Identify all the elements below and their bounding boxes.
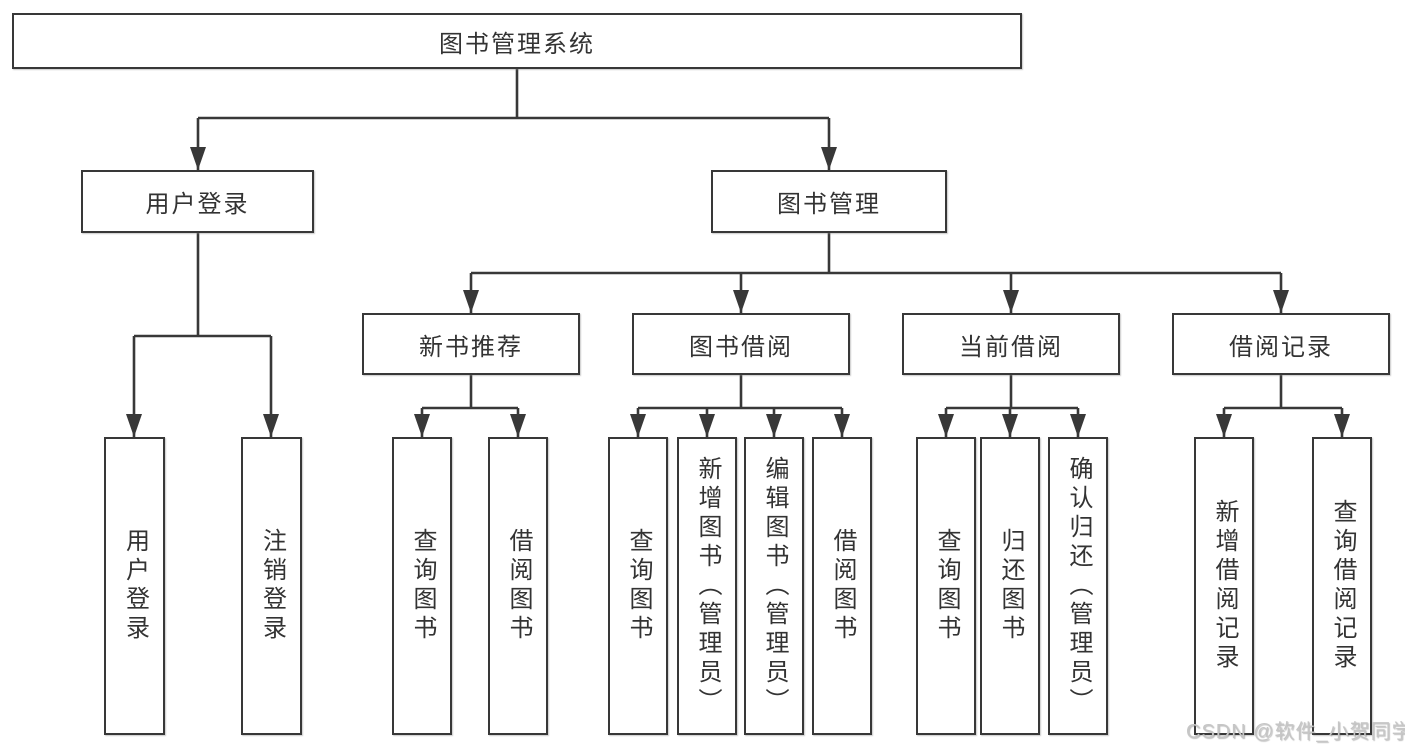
node-new-book-recommend: 新书推荐 xyxy=(362,313,580,375)
leaf-add-borrow-record: 新增借阅记录 xyxy=(1194,437,1254,735)
node-book-borrowing: 图书借阅 xyxy=(632,313,850,375)
node-current-borrowing: 当前借阅 xyxy=(902,313,1120,375)
node-library-system: 图书管理系统 xyxy=(12,13,1022,69)
node-label: 编辑图书（管理员） xyxy=(761,455,788,717)
node-borrow-records: 借阅记录 xyxy=(1172,313,1390,375)
node-label: 新书推荐 xyxy=(419,333,523,361)
node-user-login: 用户登录 xyxy=(81,170,314,233)
node-label: 查询图书 xyxy=(625,528,652,644)
node-label: 图书借阅 xyxy=(689,333,793,361)
node-label: 用户登录 xyxy=(121,528,149,644)
node-label: 当前借阅 xyxy=(959,333,1063,361)
leaf-borrow-book: 借阅图书 xyxy=(812,437,872,735)
node-label: 查询图书 xyxy=(409,528,436,644)
leaf-query-book-borrowing: 查询图书 xyxy=(608,437,668,735)
node-label: 归还图书 xyxy=(997,528,1024,644)
leaf-logout: 注销登录 xyxy=(241,437,302,735)
leaf-add-book-admin: 新增图书（管理员） xyxy=(677,437,737,735)
leaf-query-book-current: 查询图书 xyxy=(916,437,976,735)
node-label: 确认归还（管理员） xyxy=(1065,455,1092,717)
node-label: 借阅图书 xyxy=(829,528,856,644)
leaf-borrow-book-recommend: 借阅图书 xyxy=(488,437,548,735)
leaf-user-login: 用户登录 xyxy=(104,437,165,735)
connector-trunks xyxy=(134,69,1342,410)
leaf-query-book-recommend: 查询图书 xyxy=(392,437,452,735)
node-label: 注销登录 xyxy=(258,528,286,644)
node-label: 借阅图书 xyxy=(505,528,532,644)
node-label: 新增图书（管理员） xyxy=(694,455,721,717)
connector-arrows xyxy=(126,118,1350,437)
leaf-return-book: 归还图书 xyxy=(980,437,1040,735)
leaf-confirm-return-admin: 确认归还（管理员） xyxy=(1048,437,1108,735)
node-label: 图书管理系统 xyxy=(439,30,595,58)
node-label: 查询图书 xyxy=(933,528,960,644)
node-label: 借阅记录 xyxy=(1229,333,1333,361)
node-label: 图书管理 xyxy=(777,191,881,218)
node-label: 新增借阅记录 xyxy=(1211,499,1238,673)
node-label: 查询借阅记录 xyxy=(1329,499,1356,673)
node-label: 用户登录 xyxy=(145,191,250,218)
csdn-watermark: CSDN @软件_小贺同学 xyxy=(1186,721,1405,743)
node-book-management: 图书管理 xyxy=(711,170,947,233)
leaf-edit-book-admin: 编辑图书（管理员） xyxy=(744,437,804,735)
leaf-query-borrow-record: 查询借阅记录 xyxy=(1312,437,1372,735)
